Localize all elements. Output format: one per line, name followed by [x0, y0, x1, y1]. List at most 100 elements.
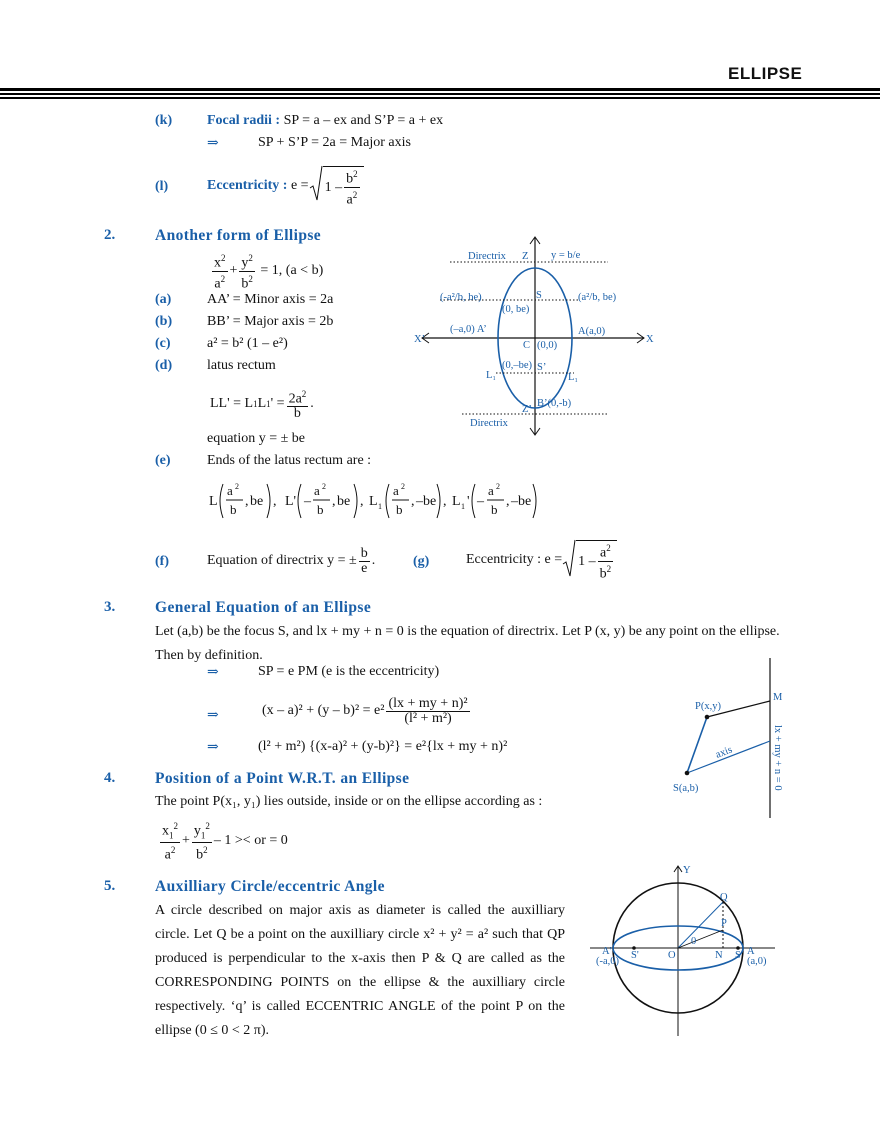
svg-text:2: 2 [322, 482, 326, 491]
header-rule [0, 97, 880, 99]
section-number: 2. [104, 227, 116, 243]
pos-tail: – 1 >< or = 0 [213, 833, 288, 848]
s-coord: (0, be) [502, 304, 530, 315]
right-point-label: (a²/b, be) [578, 292, 617, 303]
lr-eq: ' = [270, 396, 285, 411]
a-coord: (a,0) [747, 956, 767, 967]
svg-text:2: 2 [496, 482, 500, 491]
a-prime-label: A' [602, 946, 612, 957]
general-den: (l² + m²) [404, 710, 452, 726]
lr-num: 2a [288, 391, 302, 407]
l1-right-label: L₁ [568, 372, 578, 383]
b-prime-label: B’(0,-b) [537, 398, 572, 409]
page-header-title: ELLIPSE [728, 64, 803, 83]
s-label: S [536, 290, 542, 301]
general-lhs: (x – a)² + (y – b)² = e² [262, 703, 385, 718]
general-equation: (x – a)² + (y – b)² = e² (lx + my + n)²(… [262, 692, 472, 730]
a-prime-label: (–a,0) A’ [450, 324, 487, 335]
item-label: (c) [155, 336, 171, 351]
sp-epm-text: SP = e PM (e is the eccentricity) [258, 664, 440, 679]
ends-text: Ends of the latus rectum are : [207, 453, 372, 468]
svg-text:a: a [393, 483, 399, 498]
yline-label: y = b/e [551, 250, 581, 261]
implies-arrow: ⇒ [207, 708, 219, 723]
lr-sub: 1 [253, 399, 258, 409]
svg-text:b: b [317, 502, 324, 517]
pos-b: b [196, 848, 204, 864]
latus-equation-text: equation y = ± be [207, 431, 305, 446]
item-label: (f) [155, 554, 169, 569]
major-axis-item-text: BB’ = Major axis = 2b [207, 314, 334, 329]
x-right-label: X [646, 334, 654, 345]
item-label: (b) [155, 314, 173, 329]
item-label: (d) [155, 358, 173, 373]
a-label: A [747, 946, 755, 957]
section-title: Auxilliary Circle/eccentric Angle [155, 878, 385, 895]
implies-arrow: ⇒ [207, 665, 219, 680]
a-prime-coord: (-a,0) [596, 956, 620, 967]
formula-lhs: e = [544, 552, 563, 567]
frac-den: b [599, 566, 607, 582]
directrix-lhs: y = ± [327, 553, 357, 568]
directrix-den: e [361, 560, 368, 576]
a-label: A(a,0) [578, 326, 606, 337]
z-label: Z [522, 251, 528, 262]
coord: be [250, 494, 263, 509]
point-label: L [209, 494, 218, 509]
directrix-text: Equation of directrix [207, 553, 324, 568]
s-label: S [735, 950, 741, 961]
q-label: Q [720, 892, 728, 903]
eq-y: y [241, 255, 249, 271]
z-prime-label: Z’ [522, 404, 532, 415]
p-label: P(x,y) [695, 701, 721, 712]
implies-arrow: ⇒ [207, 136, 219, 151]
svg-text:b: b [491, 502, 498, 517]
frac-den: a [346, 192, 353, 208]
header-rule [0, 88, 880, 91]
svg-text:,: , [273, 494, 277, 509]
focal-radii-text: SP = a – ex and S’P = a + ex [283, 113, 444, 128]
point-sub: 1 [461, 502, 465, 511]
directrix-dot: . [371, 553, 376, 568]
point-label: L' [285, 494, 296, 509]
relation-text: a² = b² (1 – e²) [207, 336, 288, 351]
item-label: (k) [155, 113, 173, 128]
s-prime-coord: (0,–be) [502, 360, 533, 371]
directrix-label: Directrix [468, 251, 507, 262]
n-label: N [715, 950, 723, 961]
eq-plus: + [229, 263, 238, 278]
section-title: Position of a Point W.R.T. an Ellipse [155, 770, 410, 787]
implies-arrow: ⇒ [207, 740, 219, 755]
m-label: M [773, 692, 783, 703]
lr-dot: . [310, 396, 314, 411]
eccentricity-title: Eccentricity : [207, 178, 288, 193]
eccentricity-alt-text: Eccentricity : [466, 552, 542, 567]
eq-rest: = 1, (a < b) [260, 263, 324, 278]
section-title: Another form of Ellipse [155, 227, 322, 244]
section-paragraph: The point P(x₁, y₁) lies outside, inside… [155, 794, 543, 809]
major-axis-text: SP + S’P = 2a = Major axis [258, 135, 411, 150]
auxiliary-circle-diagram: Y Q P 0 A' (-a,0) S' O N S A (a,0) [590, 865, 775, 1036]
svg-text:,: , [411, 494, 415, 509]
p-label: P [721, 918, 727, 929]
lr-den: b [293, 406, 301, 422]
formula-one: 1 – [578, 553, 596, 569]
directrix-line-label: lx + my + n = 0 [772, 725, 783, 791]
c-label: C [523, 340, 530, 351]
eq-a: a [214, 276, 221, 292]
pos-plus: + [182, 833, 190, 848]
coord: be [337, 494, 350, 509]
svg-text:,: , [332, 494, 336, 509]
coord: –be [510, 494, 531, 509]
eq-x: x [214, 255, 221, 271]
coord: –be [415, 494, 436, 509]
svg-text:': ' [467, 494, 470, 509]
s-prime-label: S' [631, 950, 639, 961]
y-axis-label: Y [683, 865, 691, 876]
svg-text:,: , [245, 494, 249, 509]
